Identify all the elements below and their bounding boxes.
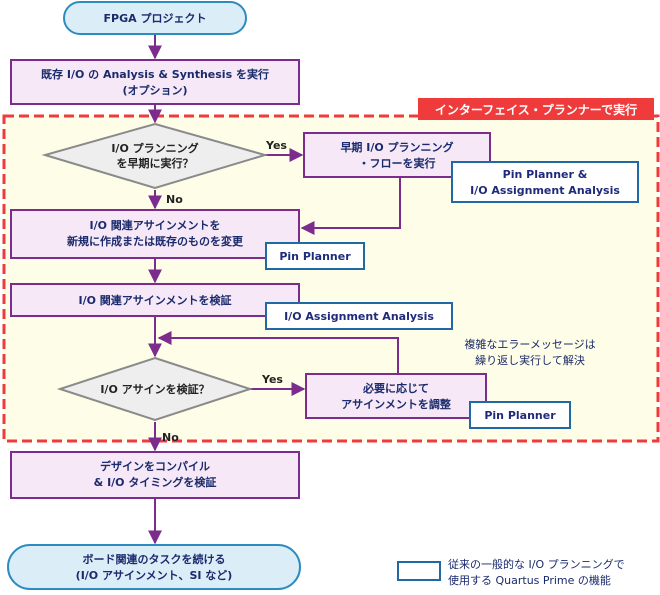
- create-assignments-box: [10, 209, 300, 259]
- decision-early-line1: I/O プランニング: [111, 141, 198, 155]
- legend-swatch: [397, 561, 441, 581]
- tool-pin-planner-ioa: [451, 161, 639, 203]
- decision-verify-label: I/O アサインを検証？: [100, 382, 209, 396]
- start-terminal: [63, 1, 247, 35]
- no-label-2: No: [162, 431, 179, 444]
- connector-early-to-create: [300, 177, 401, 235]
- loop-note-line2: 繰り返し実行して解決: [475, 353, 585, 367]
- decision-early-line2: を早期に実行？: [117, 156, 194, 170]
- tool-pin-planner-2-label: Pin Planner: [484, 409, 556, 422]
- verify-assignments-label: I/O 関連アサインメントを検証: [79, 293, 232, 307]
- compile-box: [10, 451, 300, 499]
- adjust-assignments-box: [305, 373, 487, 419]
- tool-pin-planner-ioa-line1: Pin Planner &: [503, 168, 588, 181]
- loop-note-line1: 複雑なエラーメッセージは: [464, 337, 595, 351]
- adjust-assignments-line2: アサインメントを調整: [341, 397, 451, 411]
- legend-line1: 従来の一般的な I/O プランニングで: [448, 557, 625, 571]
- create-assignments-line2: 新規に作成または既存のものを変更: [67, 234, 244, 248]
- early-flow-line1: 早期 I/O プランニング: [340, 140, 453, 154]
- tool-pin-planner-2: [469, 401, 571, 429]
- no-label-1: No: [166, 193, 183, 206]
- region-label: インターフェイス・プランナーで実行: [435, 102, 637, 117]
- tool-ioa: [265, 302, 453, 330]
- adjust-assignments-line1: 必要に応じて: [362, 381, 429, 395]
- verify-assignments-box: [10, 283, 300, 317]
- decision-verify: [56, 356, 254, 422]
- end-terminal: [7, 544, 301, 590]
- yes-label-2: Yes: [261, 373, 283, 386]
- end-terminal-line2: (I/O アサインメント、SI など): [76, 569, 233, 582]
- legend-line2: 使用する Quartus Prime の機能: [448, 573, 611, 587]
- tool-pin-planner-1-label: Pin Planner: [279, 250, 351, 263]
- tool-pin-planner-ioa-line2: I/O Assignment Analysis: [470, 184, 620, 197]
- compile-line2: & I/O タイミングを検証: [94, 475, 217, 489]
- compile-line1: デザインをコンパイル: [100, 459, 210, 473]
- tool-ioa-label: I/O Assignment Analysis: [284, 310, 434, 323]
- existing-analysis-box: [10, 59, 300, 105]
- create-assignments-line1: I/O 関連アサインメントを: [90, 218, 221, 232]
- start-terminal-label: FPGA プロジェクト: [104, 11, 207, 25]
- early-flow-line2: ・フローを実行: [359, 156, 436, 170]
- region-label-box: [418, 98, 654, 120]
- connector-loop-back: [157, 331, 399, 373]
- decision-early-planning: [41, 122, 269, 190]
- tool-pin-planner-1: [265, 242, 365, 270]
- yes-label-1: Yes: [265, 139, 287, 152]
- existing-analysis-line1: 既存 I/O の Analysis & Synthesis を実行: [41, 67, 269, 81]
- existing-analysis-line2: (オプション): [122, 83, 187, 97]
- end-terminal-line1: ボード関連のタスクを続ける: [83, 552, 226, 566]
